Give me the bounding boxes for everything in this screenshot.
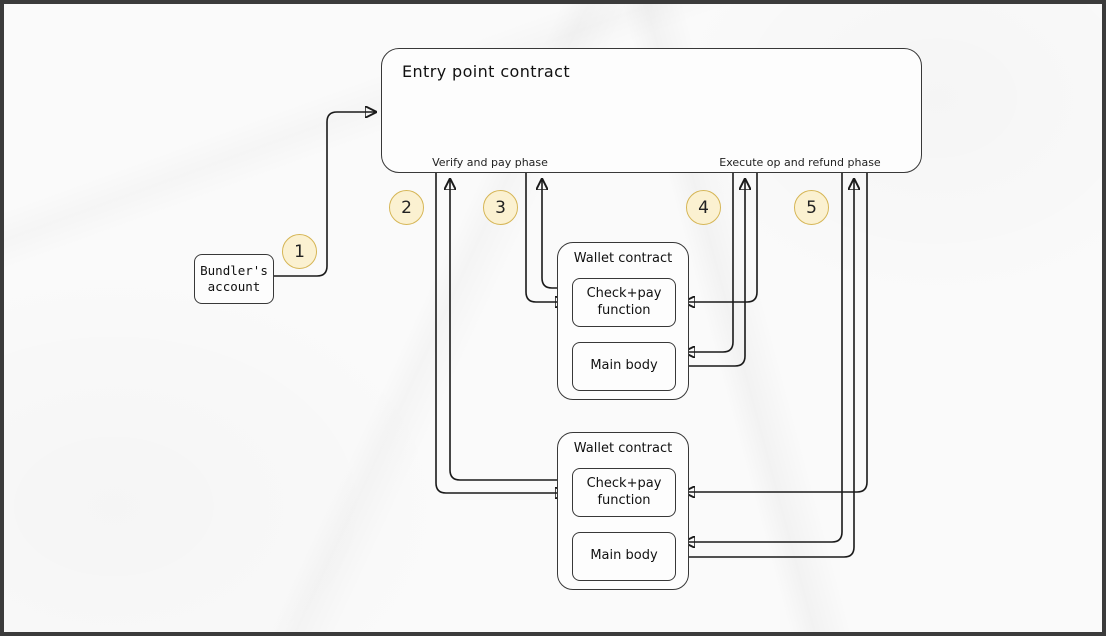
step-badge-3: 3 xyxy=(483,190,518,225)
entry-point-title: Entry point contract xyxy=(402,62,570,81)
wallet-contract-1-box: Wallet contract Check+pay function Main … xyxy=(557,242,689,400)
execute-phase-label: Execute op and refund phase xyxy=(719,156,881,169)
wallet-1-checkpay-function-box: Check+pay function xyxy=(572,278,676,327)
arrow-wallet2-mainbody-return xyxy=(679,180,854,558)
wallet-1-title: Wallet contract xyxy=(573,251,673,266)
step-badge-1: 1 xyxy=(282,234,317,269)
bundlers-account-box: Bundler's account xyxy=(194,254,274,304)
wallet-2-title: Wallet contract xyxy=(573,441,673,456)
arrow-wallet2-checkpay-return xyxy=(450,180,571,481)
wallet-2-main-body-box: Main body xyxy=(572,532,676,581)
verify-phase-label: Verify and pay phase xyxy=(432,156,548,169)
step-badge-2: 2 xyxy=(389,190,424,225)
wallet-contract-2-box: Wallet contract Check+pay function Main … xyxy=(557,432,689,590)
entry-point-contract-box: Entry point contract Verify and pay phas… xyxy=(381,48,922,173)
wallet-2-checkpay-function-box: Check+pay function xyxy=(572,468,676,517)
arrow-entry-to-wallet2-mainbody-call xyxy=(685,173,843,542)
step-badge-4: 4 xyxy=(686,190,721,225)
step-badge-5: 5 xyxy=(794,190,829,225)
wallet-1-main-body-box: Main body xyxy=(572,342,676,391)
